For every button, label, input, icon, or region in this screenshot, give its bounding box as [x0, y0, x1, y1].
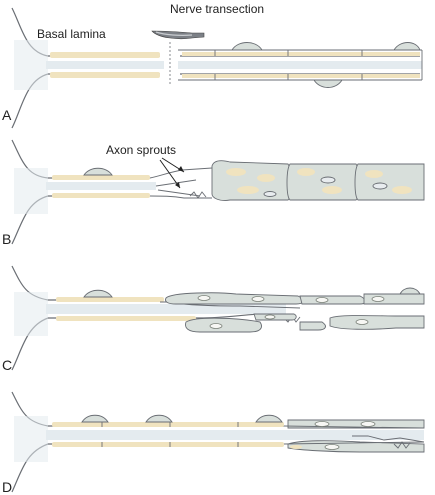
panel-b: Axon sprouts B: [2, 139, 425, 247]
panel-d: D: [2, 391, 425, 495]
axon-sprouts-label: Axon sprouts: [106, 143, 176, 157]
scalpel-icon: [151, 30, 205, 84]
panel-letter-a: A: [2, 107, 12, 123]
panel-letter-c: C: [2, 357, 12, 373]
nerve-transection-label: Nerve transection: [170, 2, 264, 16]
panel-letter-d: D: [2, 479, 12, 495]
panel-c: C: [2, 265, 425, 373]
basal-lamina-label: Basal lamina: [37, 27, 106, 41]
panel-letter-b: B: [2, 231, 11, 247]
panel-a: Basal lamina Nerve transection A: [2, 2, 423, 129]
